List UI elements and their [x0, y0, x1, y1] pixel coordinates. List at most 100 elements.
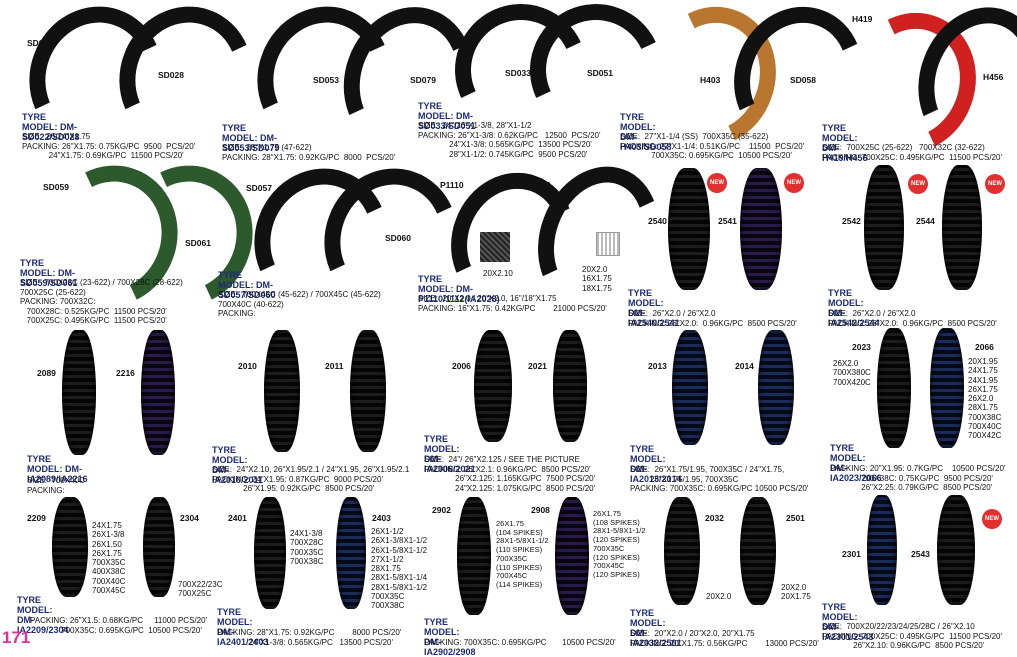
spec-text: SIZE: 26/24"X1.75 PACKING: 26"X1.75: 0.7… [22, 132, 196, 160]
tread-closeup-image [480, 232, 510, 262]
tire-code: SD058 [790, 75, 816, 85]
tire-code: 2542 [842, 216, 861, 226]
tyre-label: TYRE [830, 443, 855, 453]
tire-code: SD051 [587, 68, 613, 78]
tire-code: 2401 [228, 513, 247, 523]
tire-code: 2006 [452, 361, 471, 371]
spec-text: SIZE: 700X25C (25-622) 700X32C (32-622) … [822, 143, 1002, 162]
tyre-label: TYRE [22, 112, 47, 122]
tire-image-2908 [555, 497, 589, 615]
model-name: MODEL: DM-SD033/SD051 [418, 111, 476, 131]
tyre-label: TYRE [217, 607, 242, 617]
spec-text: SIZE: 700X23C (23-622) / 700X28C (28-622… [20, 278, 183, 325]
tire-code: 2544 [916, 216, 935, 226]
tyre-label: TYRE [628, 288, 653, 298]
model-name: MODEL: DM-IA2089/IA2216 [27, 464, 88, 484]
tire-code: 2541 [718, 216, 737, 226]
spec-text: SIZE: 26"X2.0 / 26"X2.0 PACKING: 26"X2.0… [828, 309, 997, 328]
model-name: MODEL: DM-IA2010/2011 [212, 455, 264, 485]
tire-code: 2021 [528, 361, 547, 371]
spec-text: SIZE: 26"X1.75/1.95, 700X35C / 24"X1.75,… [630, 465, 809, 493]
tyre-label: TYRE [222, 123, 247, 133]
model-name: MODEL: DM-H403/SD058 [620, 122, 672, 152]
page-number: 171 [2, 628, 31, 647]
size-list: 20X1.95 24X1.75 24X1.95 26X1.75 26X2.0 2… [968, 357, 1002, 441]
tire-code: SD022 [27, 38, 53, 48]
size-list: 24X1-3/8 700X28C 700X35C 700X38C [290, 529, 324, 566]
tyre-label: TYRE [218, 270, 243, 280]
model-name: MODEL: DM-SD053/SD079 [222, 133, 280, 153]
size-list: 20X2.0 16X1.75 18X1.75 [582, 265, 612, 293]
tire-image-2543 [937, 495, 975, 605]
tire-image-2021 [553, 330, 587, 442]
model-name: MODEL: DM-IA2013/2014 [630, 454, 682, 484]
new-badge: NEW [908, 174, 928, 194]
tire-code: 2403 [372, 513, 391, 523]
tire-image-2023 [877, 328, 911, 448]
spec-text: PACKING: 26"X1.5: 0.68KG/PC 11000 PCS/20… [30, 616, 208, 635]
spec-text: SIZE: 26"X2.0 / 26"X2.0 PACKING: 26"X2.0… [628, 309, 797, 328]
tire-code: 2543 [911, 549, 930, 559]
tire-image-2006 [474, 330, 512, 442]
tire-image-2501 [740, 497, 776, 605]
tire-code: P1112 [527, 180, 551, 190]
tire-code: 2501 [786, 513, 805, 523]
tire-code: 2540 [648, 216, 667, 226]
spec-text: SIZE: 27"X1-1/4 (SS) 700X35C (35-622) PA… [620, 132, 805, 160]
tire-image-2542 [864, 165, 904, 290]
spec-text: SIZE: 28"X1.75 (47-622) PACKING: 28"X1.7… [222, 143, 396, 162]
model-name: MODEL: DM-IA2032/2501 [630, 618, 682, 648]
tyre-label: TYRE [418, 101, 443, 111]
new-badge: NEW [707, 173, 727, 193]
spec-text: SIZE: 24"X2.10, 26"X1.95/2.1 / 24"X1.95,… [212, 465, 410, 493]
tire-code: H403 [700, 75, 721, 85]
tire-image-2209 [52, 497, 88, 597]
tire-code: 2011 [325, 361, 344, 371]
new-badge: NEW [784, 173, 804, 193]
spec-text: PACKING: 20"X1.95: 0.7KG/PC 10500 PCS/20… [830, 464, 1006, 492]
tire-image-2403 [336, 497, 366, 609]
tire-image-2541 [740, 168, 782, 290]
model-name: MODEL: DM-IA2401/2403 [217, 617, 269, 647]
tire-code: 2013 [648, 361, 667, 371]
tyre-label: TYRE [822, 123, 847, 133]
size-list: 24X1.75 26X1-3/8 26X1.50 26X1.75 700X35C… [92, 521, 126, 596]
tire-code: SD061 [185, 238, 211, 248]
tire-image-2544 [942, 165, 982, 290]
tyre-label: TYRE [828, 288, 853, 298]
tyre-label: TYRE [212, 445, 237, 455]
model-name: MODEL: DM-H419/H456 [822, 133, 868, 163]
spec-text: SIZE: 700X20/22/23/24/25/28C / 26"X2.10 … [822, 622, 1002, 650]
tire-code: H456 [983, 72, 1004, 82]
size-list: 20X2.0 20X1.75 [781, 583, 811, 602]
spec-text: PACKING: 700X35C: 0.695KG/PC 10500 PCS/2… [424, 638, 616, 647]
tire-code: 2023 [852, 342, 871, 352]
tire-code: 2908 [531, 505, 550, 515]
model-name: MODEL: DM-IA2023/2066 [830, 453, 882, 483]
size-list: 20X2.0 [706, 592, 732, 601]
spec-text: PACKING: 28"X1.75: 0.92KG/PC 8000 PCS/20… [217, 628, 402, 647]
tyre-label: TYRE [822, 602, 847, 612]
size-list: 26X2.0 700X380C 700X420C [833, 359, 871, 387]
tire-code: 2301 [842, 549, 861, 559]
model-name: MODEL: DM-SD057/SD060 [218, 280, 276, 300]
tyre-label: TYRE [424, 617, 449, 627]
tire-code: SD033 [505, 68, 531, 78]
size-list: 26X1-1/2 26X1-3/8X1-1/2 26X1-5/8X1-1/2 2… [371, 527, 428, 611]
tire-code: SD028 [158, 70, 184, 80]
new-badge: NEW [985, 174, 1005, 194]
tire-code: 2902 [432, 505, 451, 515]
tire-code: 2216 [116, 368, 135, 378]
tire-code: H419 [852, 14, 873, 24]
spec-text: SIZE: 700X45C (45-622) / 700X45C (45-622… [218, 290, 381, 318]
tire-code: SD059 [43, 182, 69, 192]
new-badge: NEW [982, 509, 1002, 529]
tread-closeup-image [596, 232, 620, 256]
spec-text: SIZE: 24"/ 26"X2.125 / SEE THE PICTURE P… [424, 455, 596, 493]
tyre-label: TYRE [620, 112, 645, 122]
size-list: 700X22/23C 700X25C [178, 580, 223, 599]
tire-code: 2209 [27, 513, 46, 523]
tire-code: SD053 [313, 75, 339, 85]
tire-image-2304 [143, 497, 175, 597]
tyre-label: TYRE [418, 274, 443, 284]
